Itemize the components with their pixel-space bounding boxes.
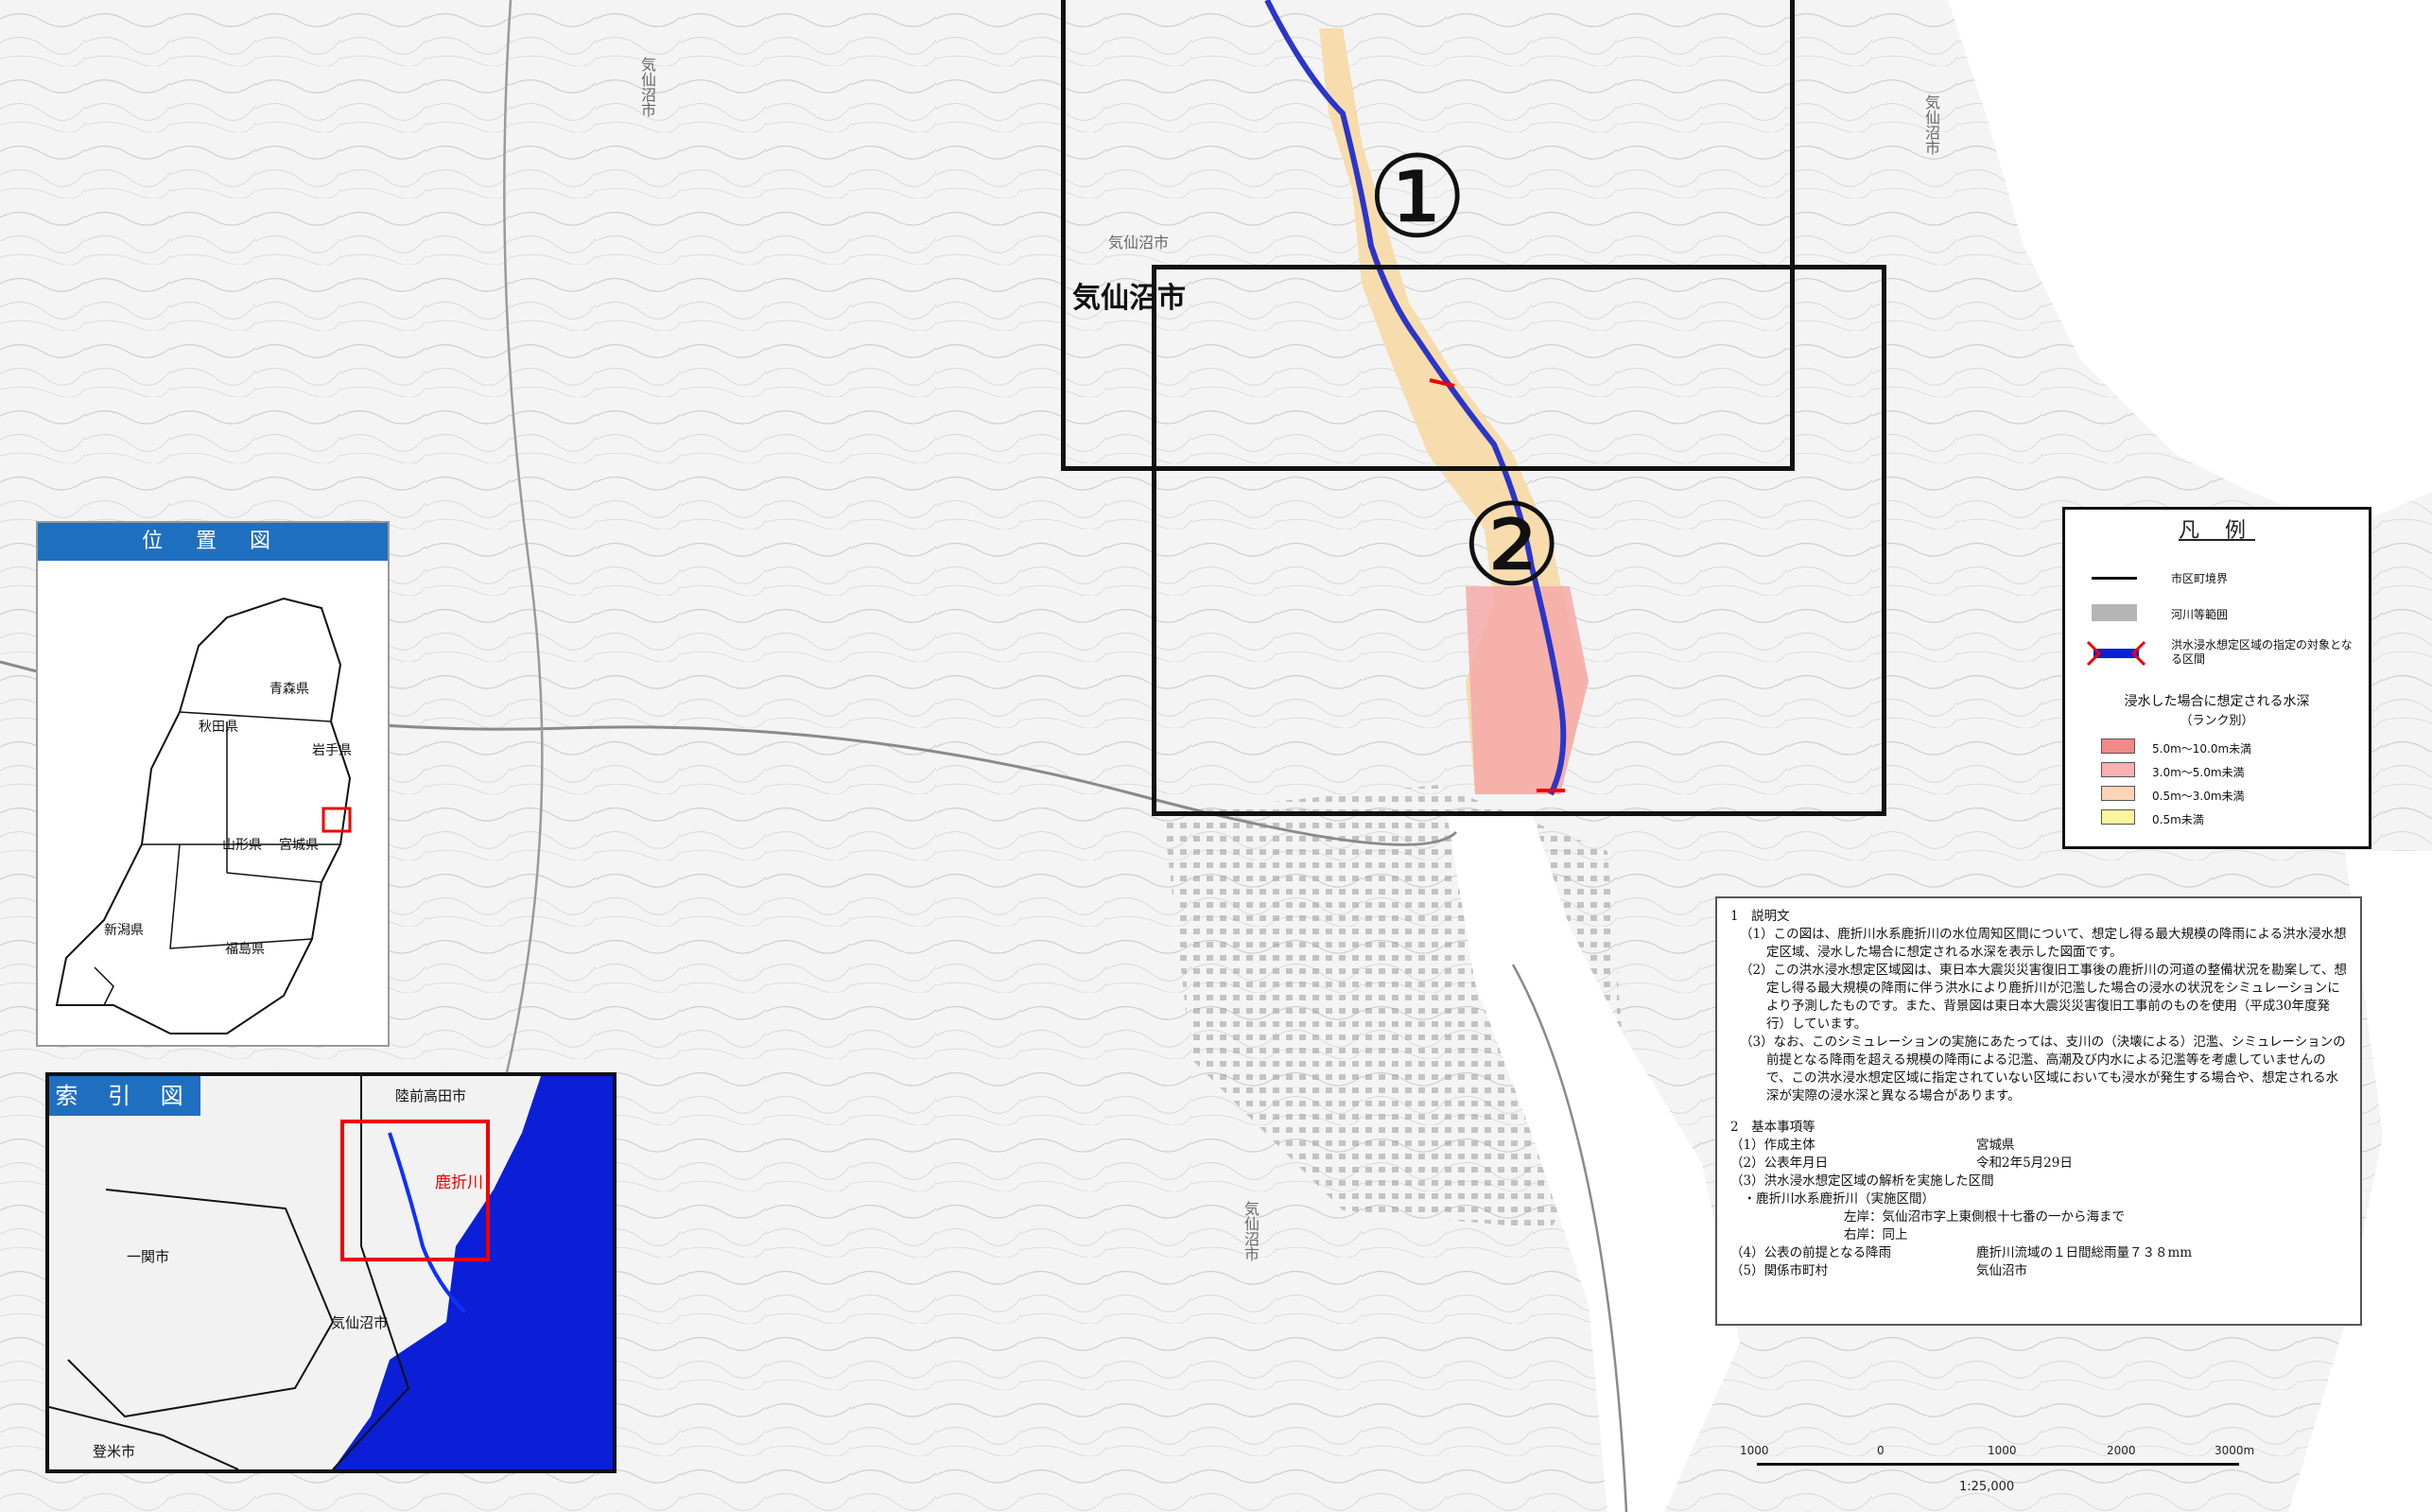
prefecture-label: 岩手県 bbox=[312, 743, 352, 758]
legend-item-label: 河川等範囲 bbox=[2171, 608, 2229, 621]
basic-item-value: 左岸：気仙沼市字上東側根十七番の一から海まで bbox=[1844, 1209, 2125, 1225]
depth-swatch-2 bbox=[2101, 762, 2135, 777]
basic-item: （5）関係市町村 気仙沼市 bbox=[1730, 1262, 2347, 1280]
panel-frame-2 bbox=[1152, 265, 1886, 816]
depth-rank-label: 3.0m～5.0m未満 bbox=[2152, 766, 2245, 779]
panel-label-1: ① bbox=[1366, 132, 1468, 264]
index-label: 一関市 bbox=[127, 1248, 170, 1265]
basic-item-key: （2）公表年月日 bbox=[1730, 1156, 1829, 1171]
prefecture-label: 山形県 bbox=[222, 838, 262, 853]
basic-item-value: 右岸：同上 bbox=[1844, 1227, 1908, 1243]
index-map-drawing bbox=[49, 1076, 613, 1469]
river-area-symbol bbox=[2092, 604, 2137, 621]
basic-item-key: （3）洪水浸水想定区域の解析を実施した区間 bbox=[1730, 1173, 1994, 1189]
basic-item: （3）洪水浸水想定区域の解析を実施した区間 bbox=[1730, 1173, 2347, 1190]
prefecture-label: 新潟県 bbox=[104, 923, 144, 938]
tohoku-outline bbox=[55, 597, 352, 1034]
depth-swatch-1 bbox=[2101, 739, 2135, 754]
faint-city-label: 気仙沼市 bbox=[1108, 234, 1170, 252]
legend-item-label: 洪水浸水想定区域の指定の対象となる区間 bbox=[2171, 638, 2353, 666]
index-map-title: 索 引 図 bbox=[49, 1076, 200, 1116]
basic-item-value: 気仙沼市 bbox=[1976, 1263, 2027, 1278]
index-label: 気仙沼市 bbox=[331, 1314, 389, 1331]
scale-tick-label: 2000 bbox=[2107, 1444, 2136, 1457]
designated-section-symbol bbox=[2086, 640, 2146, 667]
legend-title: 凡 例 bbox=[2179, 519, 2255, 543]
panel-frame-1 bbox=[1061, 0, 1795, 471]
depth-swatch-3 bbox=[2101, 786, 2135, 801]
scale-tick-label: 1000 bbox=[1988, 1444, 2017, 1457]
faint-city-label: 気仙沼市 bbox=[1922, 95, 1940, 155]
basic-item-key: （4）公表の前提となる降雨 bbox=[1730, 1245, 1892, 1260]
location-map: 位 置 図 青森県 秋田県 岩手県 山形県 宮城県 新潟県 福島県 bbox=[36, 521, 390, 1047]
city-label: 気仙沼市 bbox=[1072, 282, 1186, 315]
prefecture-label: 福島県 bbox=[225, 942, 265, 957]
faint-city-label: 気仙沼市 bbox=[638, 57, 656, 117]
basic-item-key bbox=[1730, 1226, 1844, 1244]
notes-section-title: 1 説明文 bbox=[1730, 909, 1790, 924]
prefecture-label: 秋田県 bbox=[199, 720, 238, 735]
basic-item-key: ・鹿折川水系鹿折川（実施区間） bbox=[1730, 1191, 1935, 1207]
basic-item: 左岸：気仙沼市字上東側根十七番の一から海まで bbox=[1730, 1208, 2347, 1226]
notes-paragraph: （2）この洪水浸水想定区域図は、東日本大震災災害復旧工事後の鹿折川の河道の整備状… bbox=[1740, 963, 2348, 1032]
explanatory-notes: 1 説明文 （1）この図は、鹿折川水系鹿折川の水位周知区間について、想定し得る最… bbox=[1715, 896, 2362, 1326]
scale-tick-label: 1000 bbox=[1740, 1444, 1769, 1457]
basic-item: （2）公表年月日 令和2年5月29日 bbox=[1730, 1155, 2347, 1173]
basic-item-value: 鹿折川流域の１日間総雨量７３８mm bbox=[1976, 1245, 2193, 1260]
basic-item-value: 令和2年5月29日 bbox=[1976, 1156, 2073, 1171]
depth-title: 浸水した場合に想定される水深 bbox=[2124, 694, 2310, 709]
scale-tick-label: 0 bbox=[1877, 1444, 1885, 1457]
basic-item: 右岸：同上 bbox=[1730, 1226, 2347, 1244]
depth-rank-label: 0.5m未満 bbox=[2152, 813, 2204, 826]
depth-rank-label: 5.0m～10.0m未満 bbox=[2152, 742, 2252, 756]
prefecture-label: 青森県 bbox=[269, 682, 309, 697]
scale-line bbox=[1757, 1463, 2239, 1466]
depth-subtitle: （ランク別） bbox=[2180, 714, 2254, 728]
basic-item: （1）作成主体 宮城県 bbox=[1730, 1137, 2347, 1155]
legend: 凡 例 市区町境界 河川等範囲 洪水浸水想定区域の指定の対象となる区間 浸水した… bbox=[2062, 507, 2371, 849]
index-label: 陸前高田市 bbox=[395, 1087, 467, 1104]
index-map: 索 引 図 陸前高田市 鹿折川 一関市 気仙沼市 登米市 bbox=[45, 1072, 617, 1473]
scale-ratio: 1:25,000 bbox=[1959, 1480, 2015, 1494]
scale-tick-label: 3000m bbox=[2215, 1444, 2255, 1457]
depth-swatch-4 bbox=[2101, 809, 2135, 825]
panel-label-2: ② bbox=[1461, 480, 1563, 612]
index-river-label: 鹿折川 bbox=[435, 1173, 483, 1192]
basic-item-key bbox=[1730, 1208, 1844, 1226]
faint-city-label: 気仙沼市 bbox=[1242, 1201, 1259, 1261]
notes-paragraph: （1）この図は、鹿折川水系鹿折川の水位周知区間について、想定し得る最大規模の降雨… bbox=[1740, 927, 2347, 960]
index-label: 登米市 bbox=[93, 1443, 136, 1460]
notes-paragraph: （3）なお、このシミュレーションの実施にあたっては、支川の（決壊による）氾濫、シ… bbox=[1740, 1034, 2346, 1104]
basic-item: （4）公表の前提となる降雨 鹿折川流域の１日間総雨量７３８mm bbox=[1730, 1244, 2347, 1262]
basic-item-key: （1）作成主体 bbox=[1730, 1138, 1815, 1153]
basic-item: ・鹿折川水系鹿折川（実施区間） bbox=[1730, 1190, 2347, 1208]
prefecture-label: 宮城県 bbox=[279, 838, 319, 853]
boundary-line-symbol bbox=[2092, 577, 2137, 580]
notes-section-title: 2 基本事項等 bbox=[1730, 1120, 1815, 1135]
basic-item-key: （5）関係市町村 bbox=[1730, 1263, 1829, 1278]
depth-rank-label: 0.5m～3.0m未満 bbox=[2152, 790, 2245, 803]
legend-item-label: 市区町境界 bbox=[2171, 572, 2229, 585]
basic-item-value: 宮城県 bbox=[1976, 1138, 2015, 1153]
location-map-title: 位 置 図 bbox=[38, 523, 388, 561]
scale-bar: 1000 0 1000 2000 3000m 1:25,000 bbox=[1740, 1442, 2269, 1499]
